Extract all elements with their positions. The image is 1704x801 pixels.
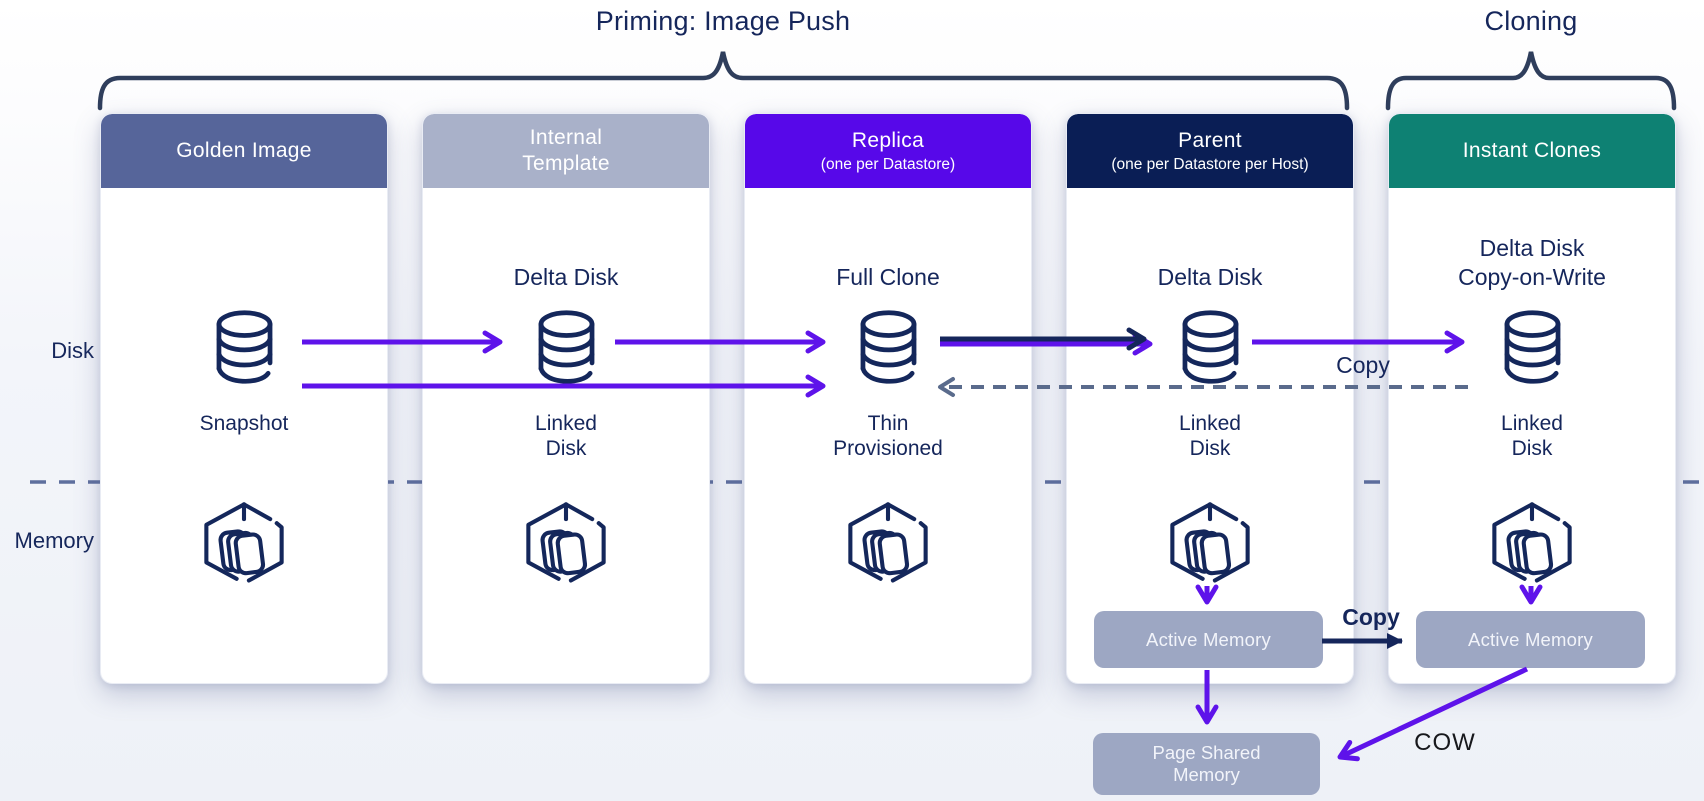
card-instant-clones: Instant Clones Delta Disk Copy-on-Write … [1388, 113, 1676, 684]
database-cylinder-icon [211, 309, 278, 396]
card-parent: Parent (one per Datastore per Host) Delt… [1066, 113, 1354, 684]
active-memory-box-parent: Active Memory [1094, 611, 1323, 668]
disk-title: Delta Disk [1157, 264, 1263, 290]
priming-section-title: Priming: Image Push [595, 6, 851, 36]
copy-label-disk: Copy [1336, 352, 1390, 378]
disk-label: Thin Provisioned [833, 412, 943, 460]
card-replica-subtitle: (one per Datastore) [820, 155, 956, 173]
card-replica-title: Replica [851, 128, 925, 152]
card-parent-title: Parent [1178, 128, 1242, 152]
memory-cube-icon [521, 499, 611, 585]
disk-row-label: Disk [51, 338, 94, 363]
card-golden-image: Golden Image Snapshot [100, 113, 388, 684]
database-cylinder-icon [855, 309, 922, 396]
database-cylinder-icon [1499, 309, 1566, 396]
database-cylinder-icon [533, 309, 600, 396]
memory-cube-icon [843, 499, 933, 585]
card-parent-subtitle: (one per Datastore per Host) [1111, 155, 1309, 173]
card-internal-template-title: Internal Template [522, 126, 610, 175]
active-memory-box-instant-clones: Active Memory [1416, 611, 1645, 668]
memory-cube-icon [1487, 499, 1577, 585]
card-internal-template: Internal Template Delta Disk Linked Disk [422, 113, 710, 684]
card-replica: Replica (one per Datastore) Full Clone T… [744, 113, 1032, 684]
card-internal-template-header: Internal Template [423, 114, 709, 188]
disk-title: Delta Disk [513, 264, 619, 290]
card-instant-clones-header: Instant Clones [1389, 114, 1675, 188]
disk-label: Snapshot [199, 412, 289, 435]
priming-brace [97, 51, 1350, 111]
cloning-section-title: Cloning [1484, 6, 1578, 36]
cloning-brace [1385, 51, 1677, 111]
page-shared-memory-box: Page Shared Memory [1093, 733, 1320, 795]
disk-label: Linked Disk [1179, 412, 1241, 460]
copy-label-memory: Copy [1342, 604, 1400, 630]
disk-label: Linked Disk [1501, 412, 1563, 460]
card-instant-clones-title: Instant Clones [1462, 139, 1602, 162]
card-parent-header: Parent (one per Datastore per Host) [1067, 114, 1353, 188]
disk-title: Full Clone [836, 264, 940, 290]
disk-title [101, 226, 387, 292]
card-replica-header: Replica (one per Datastore) [745, 114, 1031, 188]
cow-label: COW [1414, 729, 1476, 756]
disk-label: Linked Disk [535, 412, 597, 460]
memory-cube-icon [1165, 499, 1255, 585]
card-golden-image-title: Golden Image [176, 139, 312, 162]
disk-title: Delta Disk Copy-on-Write [1458, 235, 1606, 290]
card-golden-image-header: Golden Image [101, 114, 387, 188]
memory-cube-icon [199, 499, 289, 585]
database-cylinder-icon [1177, 309, 1244, 396]
memory-row-label: Memory [14, 528, 94, 553]
